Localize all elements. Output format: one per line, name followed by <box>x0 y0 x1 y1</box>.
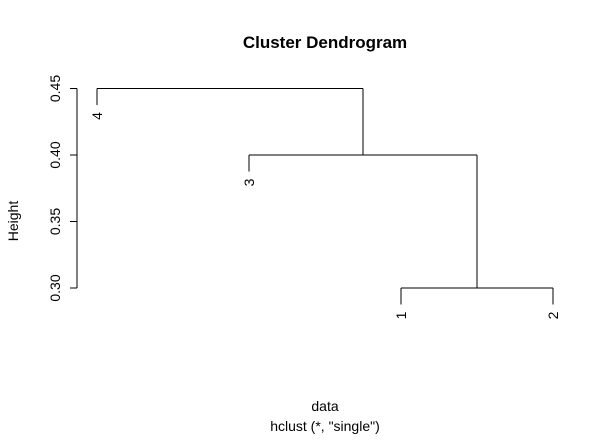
leaf-label-4: 4 <box>89 112 105 120</box>
leaf-label-1: 1 <box>393 311 409 319</box>
y-tick-label: 0.30 <box>47 274 63 301</box>
leaf-labels: 4 3 1 2 <box>89 112 561 320</box>
dendrogram-tree <box>96 88 554 305</box>
leaf-label-2: 2 <box>545 311 561 319</box>
y-tick-label: 0.40 <box>47 141 63 168</box>
y-axis-label: Height <box>5 201 21 242</box>
chart-subtitle: hclust (*, "single") <box>270 418 380 434</box>
y-axis: 0.30 0.35 0.40 0.45 <box>47 75 78 302</box>
x-axis-label: data <box>311 398 338 414</box>
y-tick-label: 0.45 <box>47 75 63 102</box>
chart-title: Cluster Dendrogram <box>243 33 407 52</box>
y-tick-label: 0.35 <box>47 208 63 235</box>
leaf-label-3: 3 <box>241 178 257 186</box>
